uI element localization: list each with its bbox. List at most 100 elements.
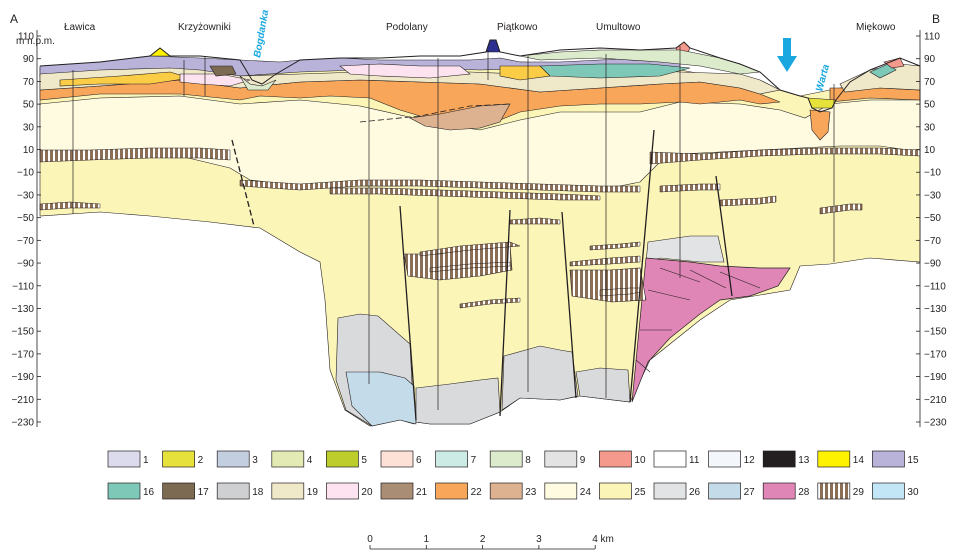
legend-number-24: 24 [580,487,592,498]
layer-brown-lens [409,103,511,131]
right-tick-label: 70 [924,77,936,88]
scale-label: 0 [367,534,373,545]
legend-swatch-20 [326,482,359,500]
legend-number-13: 13 [798,455,810,466]
legend-swatch-12 [708,450,741,468]
legend-swatch-14 [817,450,851,468]
dashed-boundary [359,103,511,123]
place-miekowo: Miękowo [856,22,896,33]
layer-pink-block [631,257,791,403]
lignite-seams [39,147,921,309]
legend-swatch-24 [544,482,578,500]
right-tick-label: −150 [924,327,947,338]
legend-swatch-2 [162,450,195,468]
layer-teal [539,63,691,79]
left-tick-label: −130 [11,304,34,315]
right-tick-label: 90 [924,54,936,65]
fault-3 [561,211,577,399]
layer-warta-fill [809,109,831,141]
left-tick-label: −70 [17,236,34,247]
right-tick-label: −230 [924,418,947,429]
scale-label: 4 km [592,534,614,545]
left-tick-label: −150 [11,327,34,338]
scale-label: 1 [424,534,430,545]
legend-swatch-15 [872,450,905,468]
legend-number-10: 10 [634,455,646,466]
left-tick-label: 50 [23,100,35,111]
place-umultowo: Umultowo [596,22,641,33]
left-tick-label: −30 [17,190,34,201]
legend-number-27: 27 [744,487,756,498]
legend-swatch-18 [216,482,250,500]
layer-brown-dark [209,65,237,77]
legend-swatch-11 [653,450,687,468]
legend-number-25: 25 [634,487,646,498]
legend-number-30: 30 [907,487,919,498]
faults [231,129,733,421]
legend-number-1: 1 [143,455,149,466]
right-tick-label: 10 [924,145,936,156]
layer-grey-right [575,367,631,403]
right-tick-label: −210 [924,395,947,406]
legend-swatch-23 [489,482,523,500]
layer-yellow-strip [499,65,551,81]
place-podolany: Podolany [386,22,428,33]
legend-number-29: 29 [853,487,865,498]
legend-number-15: 15 [907,455,919,466]
fault-1 [399,205,417,421]
seam-8 [419,241,521,257]
right-tick-label: −10 [924,168,941,179]
legend-swatch-4 [271,450,305,468]
legend-number-26: 26 [689,487,701,498]
lignite-thick-right [569,267,647,303]
river-warta: Warta [814,63,832,93]
legend-swatch-21 [380,482,414,500]
legend-swatch-1 [107,450,141,468]
seam-6 [819,203,863,215]
legend-number-17: 17 [198,487,210,498]
seam-11 [569,255,641,267]
river-bogdanka: Bogdanka [252,9,271,59]
left-tick-label: −10 [17,168,34,179]
legend-number-12: 12 [744,455,756,466]
legend-swatch-22 [435,482,468,500]
right-tick-label: −110 [924,281,946,292]
unit-label: m n.p.m. [16,36,55,47]
left-tick-label: −190 [11,372,34,383]
right-tick-label: −50 [924,213,941,224]
legend-number-22: 22 [471,487,483,498]
left-tick-label: 30 [23,122,35,133]
fault-4 [629,129,655,403]
fault-dashed [231,139,255,227]
legend-number-5: 5 [361,455,367,466]
legend-swatch-28 [762,482,796,500]
right-tick-label: 30 [924,122,936,133]
legend-swatch-6 [380,450,414,468]
seam-2 [329,187,601,201]
seam-1 [239,179,641,193]
legend-number-9: 9 [580,455,586,466]
layer-valley-left [239,75,277,91]
right-tick-label: −190 [924,372,947,383]
right-tick-label: −170 [924,349,947,360]
legend-swatch-8 [489,450,523,468]
terrain-surface [39,39,921,113]
right-tick-label: −130 [924,304,947,315]
fault-2 [499,209,511,417]
seam-7 [39,201,101,211]
layer-east-salmon [883,57,905,69]
legend-number-7: 7 [471,455,477,466]
right-tick-label: 50 [924,100,936,111]
legend-swatch-29 [817,482,851,500]
legend-swatch-5 [326,450,359,468]
legend-number-28: 28 [798,487,810,498]
legend-swatch-9 [544,450,578,468]
right-tick-label: −70 [924,236,941,247]
legend-number-11: 11 [689,455,700,466]
legend-swatch-13 [762,450,796,468]
place-lawica: Ławica [64,22,96,33]
legend-number-8: 8 [525,455,531,466]
legend-number-3: 3 [252,455,258,466]
legend-number-18: 18 [252,487,264,498]
